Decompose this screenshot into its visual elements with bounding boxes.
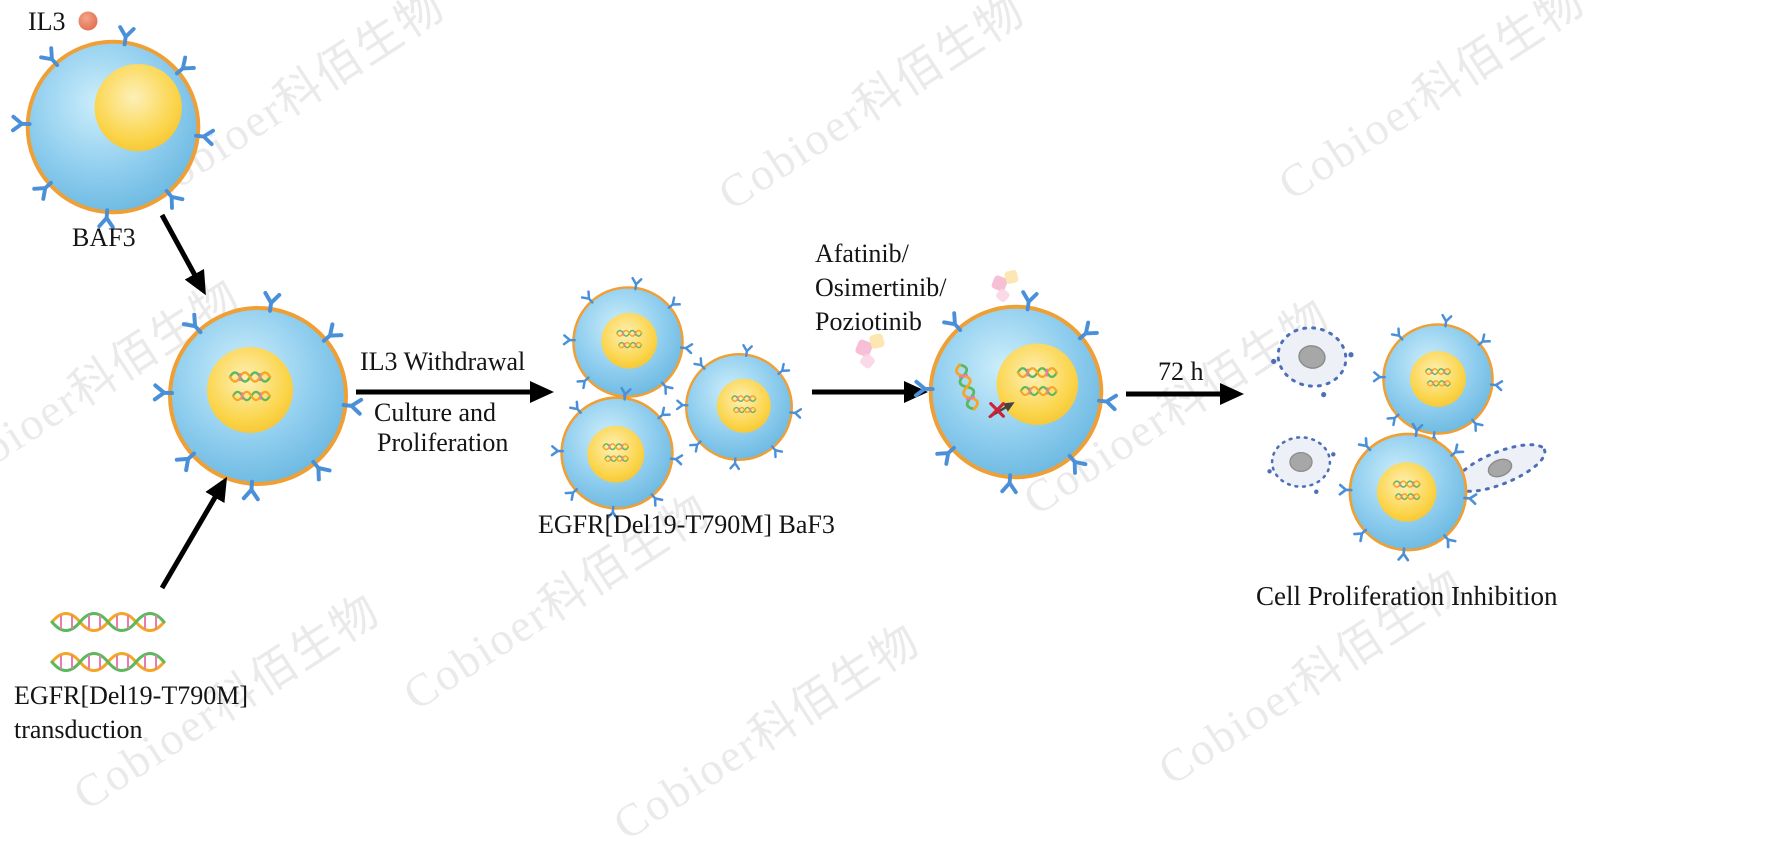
- duration-label: 72 h: [1158, 357, 1204, 386]
- dying-cell-icon: [1266, 436, 1337, 496]
- baf3-cell-icon: [13, 27, 213, 227]
- drug-molecules-icon: [854, 332, 886, 370]
- watermark-text: Cobioer科佰生物: [1269, 0, 1594, 210]
- il3-label: IL3: [28, 7, 66, 36]
- culture-label-line1: Culture and: [374, 398, 496, 427]
- drug-label-line2: Osimertinib/: [815, 273, 947, 302]
- egfr-baf3-label: EGFR[Del19-T790M] BaF3: [538, 510, 835, 539]
- treated-cell-icon: [916, 292, 1116, 492]
- arrow-baf3-to-transduced-icon: [159, 213, 206, 296]
- egfr-baf3-cell-icon: [564, 278, 692, 406]
- egfr-baf3-cell-icon: [552, 388, 682, 518]
- watermark-text: Cobioer科佰生物: [709, 0, 1034, 220]
- watermark-text: Cobioer科佰生物: [604, 614, 929, 848]
- egfr-dna-icon: [50, 612, 166, 632]
- egfr-dna-icon: [50, 652, 166, 672]
- surviving-cell-icon: [1374, 315, 1502, 443]
- nucleus-with-dna-icon: [996, 343, 1079, 425]
- transduction-label-line1: EGFR[Del19-T790M]: [14, 681, 248, 710]
- drug-label-line1: Afatinib/: [815, 239, 910, 268]
- nucleus-icon: [94, 63, 182, 152]
- egfr-baf3-cell-icon: [677, 345, 801, 469]
- inhibition-cross-icon: [989, 402, 1005, 418]
- surviving-cell-icon: [1340, 424, 1476, 560]
- il3-withdrawal-label: IL3 Withdrawal: [360, 347, 525, 376]
- transduction-label-line2: transduction: [14, 715, 143, 744]
- il3-ligand-icon: [78, 11, 98, 31]
- result-label: Cell Proliferation Inhibition: [1256, 581, 1558, 611]
- baf3-label: BAF3: [72, 223, 136, 252]
- arrow-transduction-icon: [159, 476, 228, 590]
- drug-label-line3: Poziotinib: [815, 307, 922, 336]
- culture-label-line2: Proliferation: [377, 428, 508, 457]
- nucleus-with-dna-icon: [207, 347, 293, 433]
- transduced-cell-icon: [155, 293, 361, 499]
- drug-molecules-icon: [990, 269, 1020, 304]
